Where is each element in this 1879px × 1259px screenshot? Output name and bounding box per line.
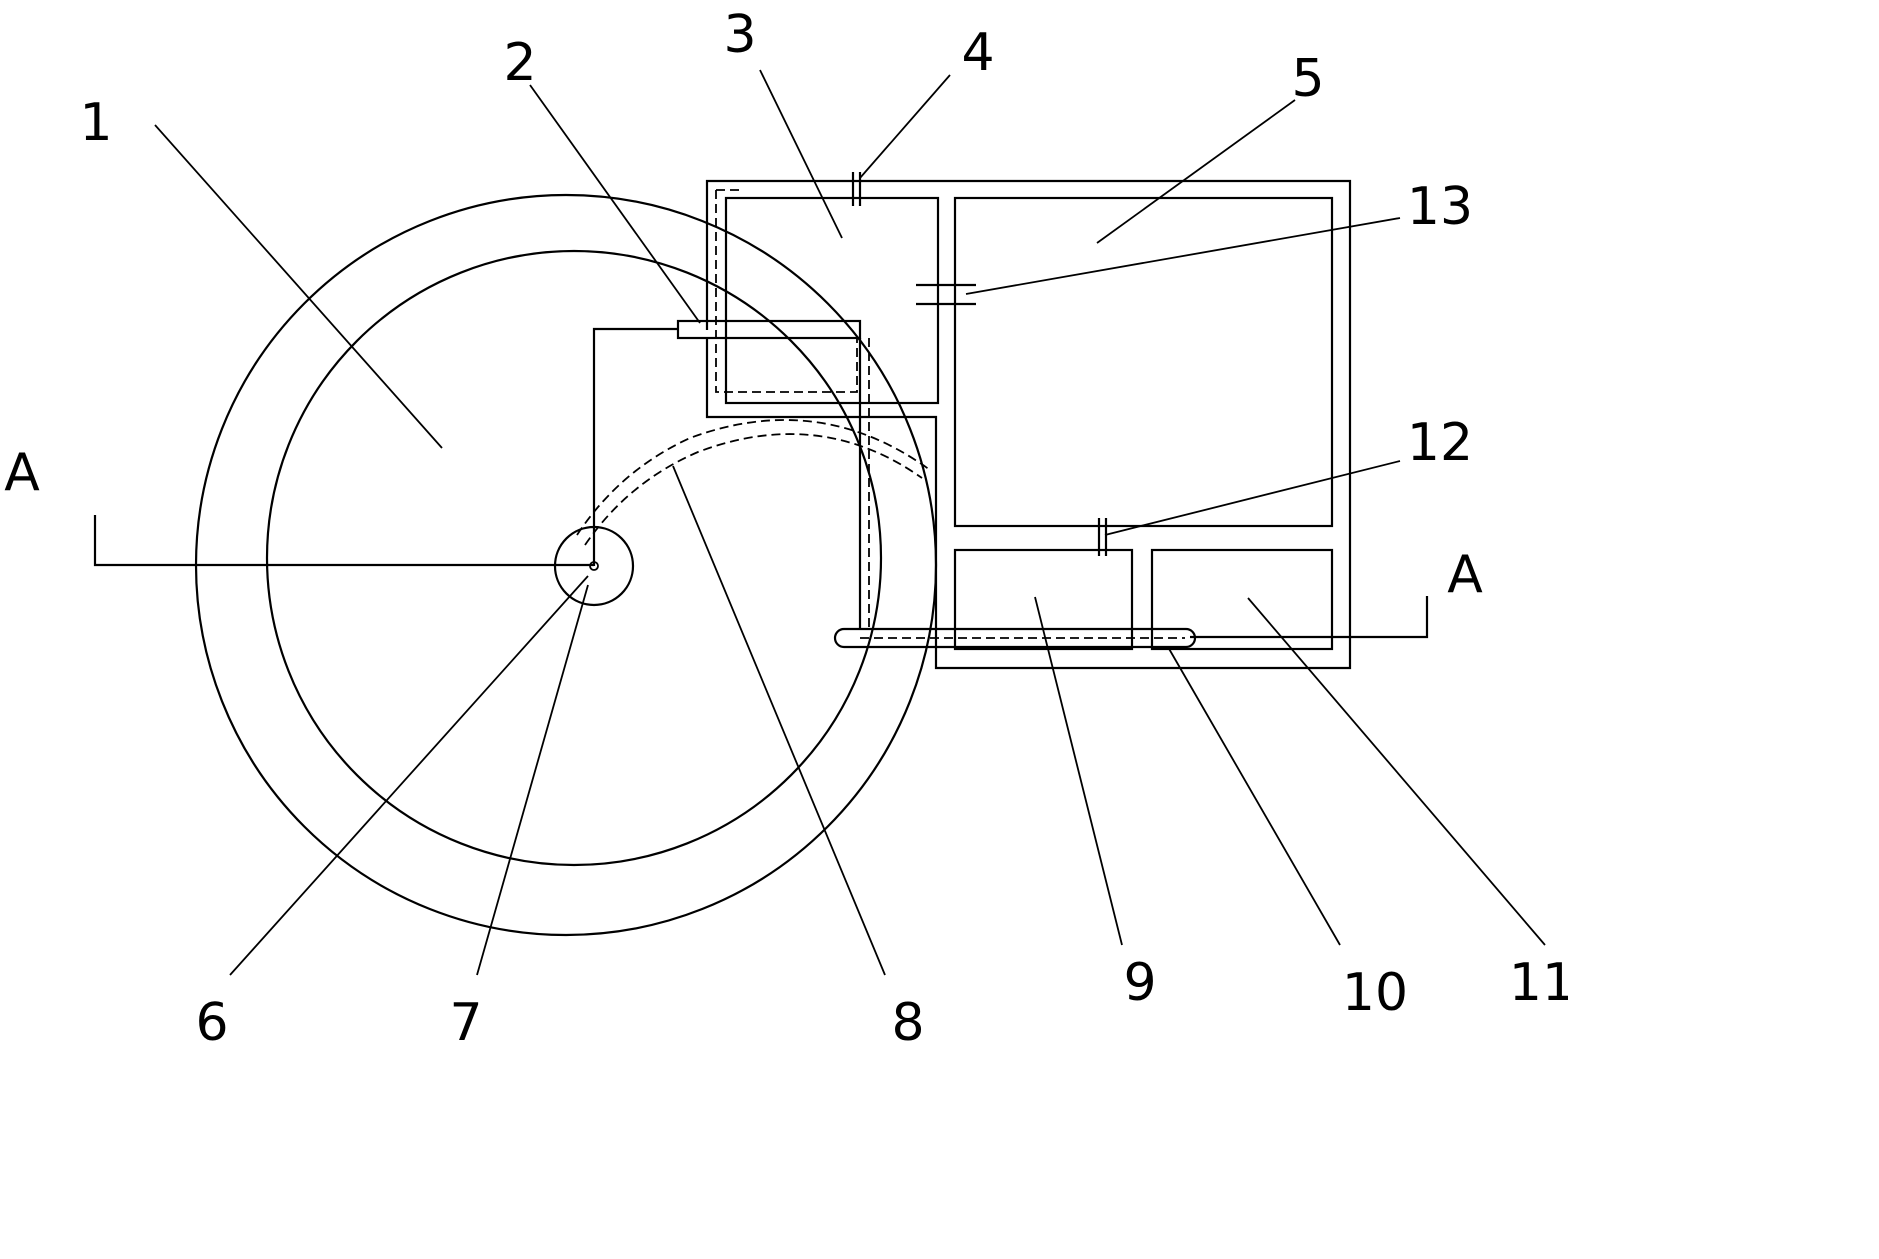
leader-11	[1247, 597, 1546, 946]
label-3: 3	[723, 5, 756, 65]
leader-6	[229, 575, 589, 976]
leader-2	[529, 84, 701, 324]
curved-pipe-8-outer	[576, 419, 931, 536]
chamber-5	[953, 196, 1334, 528]
label-13: 13	[1407, 177, 1473, 237]
label-5: 5	[1291, 49, 1324, 109]
curved-pipe-8-inner	[584, 433, 923, 546]
label-8: 8	[891, 993, 924, 1053]
section-line-right	[1190, 596, 1429, 639]
leader-10	[1167, 646, 1341, 946]
label-11: 11	[1509, 953, 1568, 1013]
label-a-left: A	[4, 443, 40, 503]
label-a-right: A	[1447, 545, 1483, 605]
label-2: 2	[503, 33, 536, 93]
leader-7	[476, 584, 589, 976]
patent-diagram: 1 2 3 4 5 13 12 A A 6 7 8 9 10 11	[4, 5, 1568, 1053]
section-line-left	[93, 515, 594, 567]
label-1: 1	[79, 93, 112, 153]
leader-3	[759, 69, 843, 239]
leader-4	[859, 74, 951, 179]
label-9: 9	[1123, 953, 1156, 1013]
leader-5	[1096, 99, 1296, 244]
chamber-11	[1150, 548, 1334, 651]
leader-8	[672, 465, 886, 976]
dashed-pipe-box3	[715, 190, 858, 393]
diagram-canvas: 1 2 3 4 5 13 12 A A 6 7 8 9 10 11	[4, 5, 1568, 1053]
chamber-3	[724, 196, 940, 405]
leader-1	[154, 124, 443, 449]
leader-13	[965, 217, 1401, 295]
pipe-2	[676, 319, 862, 340]
leader-12	[1104, 460, 1401, 536]
equipment-housing	[705, 179, 1352, 670]
chamber-9	[953, 548, 1134, 651]
leader-9	[1034, 596, 1123, 946]
label-4: 4	[961, 23, 994, 83]
feed-pipe-line	[592, 327, 678, 566]
label-7: 7	[449, 993, 482, 1053]
label-6: 6	[195, 993, 228, 1053]
label-10: 10	[1342, 963, 1408, 1023]
tank-inner-wall	[265, 249, 883, 867]
label-12: 12	[1407, 413, 1473, 473]
